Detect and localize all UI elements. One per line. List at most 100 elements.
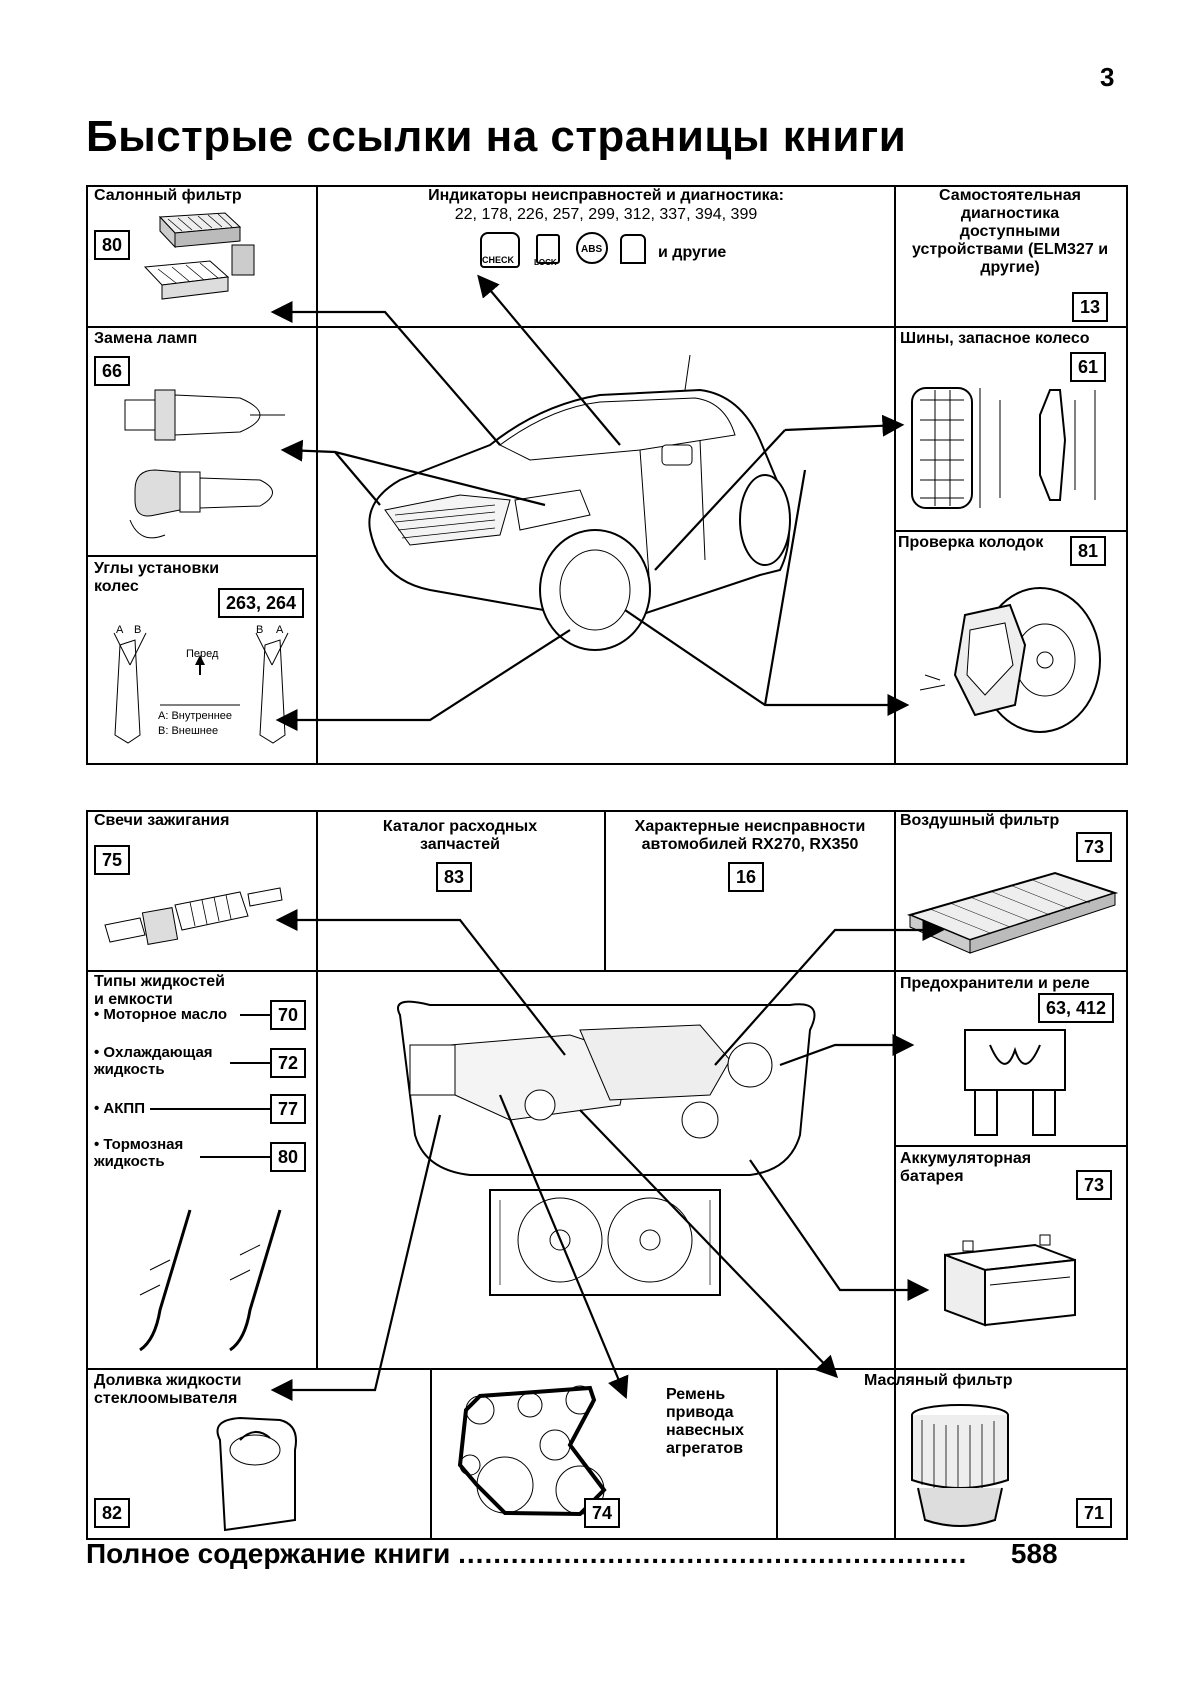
- washer-label: Доливка жидкости стеклоомывателя: [94, 1372, 242, 1407]
- wheel-align-label-1: Углы установки: [94, 560, 220, 577]
- abs-icon: [576, 232, 608, 264]
- indicator-icons: CHECK LOCK ABS и другие: [480, 232, 760, 272]
- check-engine-icon: [480, 232, 520, 268]
- leader-line: [240, 1014, 270, 1016]
- battery-illustration: [944, 1234, 1076, 1327]
- page-number: 3: [1100, 62, 1115, 92]
- belt-label: Ремень привода навесных агрегатов: [666, 1386, 744, 1457]
- air-filter-page-link[interactable]: 73: [1076, 832, 1113, 862]
- tires-page-link[interactable]: 61: [1070, 352, 1107, 382]
- lamp-bulbs-illustration: [124, 389, 285, 539]
- full-contents-link[interactable]: Полное содержание книги ................…: [86, 1538, 1116, 1570]
- divider: [604, 810, 606, 970]
- leader-line: [230, 1062, 270, 1064]
- dot-leader: ........................................…: [458, 1538, 968, 1569]
- abs-label: ABS: [581, 244, 603, 255]
- fluids-label-2: и емкости: [94, 991, 173, 1008]
- align-a-left: A: [116, 624, 124, 636]
- atf-page-link[interactable]: 77: [270, 1094, 307, 1124]
- brake-caliper-illustration: [919, 587, 1101, 733]
- align-b-right: B: [256, 624, 264, 636]
- divider: [894, 810, 896, 1540]
- lamps-page-link[interactable]: 66: [94, 356, 131, 386]
- divider: [776, 1368, 778, 1540]
- divider: [86, 1368, 1128, 1370]
- oil-filter-label: Масляный фильтр: [864, 1372, 1013, 1389]
- indicators-label: Индикаторы неисправностей и диагностика:: [428, 187, 784, 204]
- battery-page-link[interactable]: 73: [1076, 1170, 1113, 1200]
- tire-illustration: [911, 387, 1096, 509]
- divider: [86, 555, 318, 557]
- battery-label: Аккумуляторная батарея: [900, 1150, 1032, 1185]
- divider: [316, 185, 318, 765]
- self-diag-page-link[interactable]: 13: [1072, 292, 1109, 322]
- washer-cap-illustration: [216, 1416, 297, 1532]
- leader-line: [150, 1108, 270, 1110]
- engine-oil-page-link[interactable]: 70: [270, 1000, 307, 1030]
- dipstick-illustration: [139, 1209, 282, 1352]
- wheel-alignment-diagram: [113, 632, 289, 744]
- fluid-coolant[interactable]: • Охлаждающая жидкость: [94, 1044, 213, 1078]
- cabin-filter-label: Салонный фильтр: [94, 187, 242, 204]
- fluid-atf-label: АКПП: [103, 1100, 145, 1117]
- brake-pads-page-link[interactable]: 81: [1070, 536, 1107, 566]
- cabin-filter-page-link[interactable]: 80: [94, 230, 131, 260]
- full-contents-label: Полное содержание книги: [86, 1538, 451, 1569]
- parts-catalog-page-link[interactable]: 83: [436, 862, 473, 892]
- spark-plug-illustration: [104, 887, 283, 945]
- typical-faults-page-link[interactable]: 16: [728, 862, 765, 892]
- fluid-brake[interactable]: • Тормозная жидкость: [94, 1136, 184, 1170]
- wheel-align-label-2: колес: [94, 578, 139, 595]
- typical-faults-label: Характерные неисправности автомобилей RX…: [634, 818, 866, 853]
- fuses-label: Предохранители и реле: [900, 975, 1090, 992]
- self-diag-label: Самостоятельная диагностика доступными у…: [911, 187, 1109, 276]
- divider: [316, 810, 318, 1370]
- align-front: Перед: [186, 648, 219, 660]
- fluid-coolant-label: Охлаждающая жидкость: [94, 1044, 213, 1078]
- engine-bay-illustration: [397, 1000, 816, 1296]
- fluid-brake-label: Тормозная жидкость: [94, 1136, 184, 1170]
- divider: [86, 326, 1128, 328]
- car-illustration: [368, 354, 791, 651]
- align-inner: A: Внутреннее: [158, 710, 233, 722]
- indicators-pages[interactable]: 22, 178, 226, 257, 299, 312, 337, 394, 3…: [454, 206, 758, 223]
- belt-page-link[interactable]: 74: [584, 1498, 621, 1528]
- oil-filter-illustration: [911, 1404, 1009, 1527]
- wheel-align-page-link[interactable]: 263, 264: [218, 588, 305, 618]
- spark-plugs-page-link[interactable]: 75: [94, 845, 131, 875]
- fluid-atf[interactable]: • АКПП: [94, 1100, 145, 1117]
- spark-plugs-label: Свечи зажигания: [94, 812, 230, 829]
- fuse-illustration: [964, 1029, 1066, 1136]
- fluids-label-1: Типы жидкостей: [94, 973, 225, 990]
- lamps-label: Замена ламп: [94, 330, 198, 347]
- air-filter-label: Воздушный фильтр: [900, 812, 1060, 829]
- divider: [894, 1145, 1128, 1147]
- bottom-panel: [86, 810, 1128, 1540]
- fuses-page-link[interactable]: 63, 412: [1038, 993, 1115, 1023]
- divider: [894, 530, 1128, 532]
- align-b-left: B: [134, 624, 142, 636]
- coolant-page-link[interactable]: 72: [270, 1048, 307, 1078]
- lock-icon: [536, 234, 560, 264]
- cabin-filter-illustration: [143, 212, 255, 300]
- air-filter-illustration: [906, 871, 1119, 954]
- brake-pads-label: Проверка колодок: [898, 534, 1044, 551]
- parts-catalog-label: Каталог расходных запчастей: [382, 818, 538, 853]
- align-outer: B: Внешнее: [158, 725, 219, 737]
- fluid-engine-oil-label: Моторное масло: [103, 1006, 227, 1023]
- brake-fluid-page-link[interactable]: 80: [270, 1142, 307, 1172]
- check-label: CHECK: [482, 255, 515, 265]
- leader-line: [200, 1156, 270, 1158]
- washer-page-link[interactable]: 82: [94, 1498, 131, 1528]
- full-contents-page: 588: [1010, 1538, 1058, 1569]
- align-a-right: A: [276, 624, 284, 636]
- lock-label: LOCK: [534, 258, 557, 267]
- page-title: Быстрые ссылки на страницы книги: [86, 112, 907, 161]
- top-panel: [86, 185, 1128, 765]
- divider: [430, 1368, 432, 1540]
- skid-icon: [620, 234, 646, 264]
- oil-filter-page-link[interactable]: 71: [1076, 1498, 1113, 1528]
- tires-label: Шины, запасное колесо: [900, 330, 1090, 347]
- fluid-engine-oil[interactable]: • Моторное масло: [94, 1006, 227, 1023]
